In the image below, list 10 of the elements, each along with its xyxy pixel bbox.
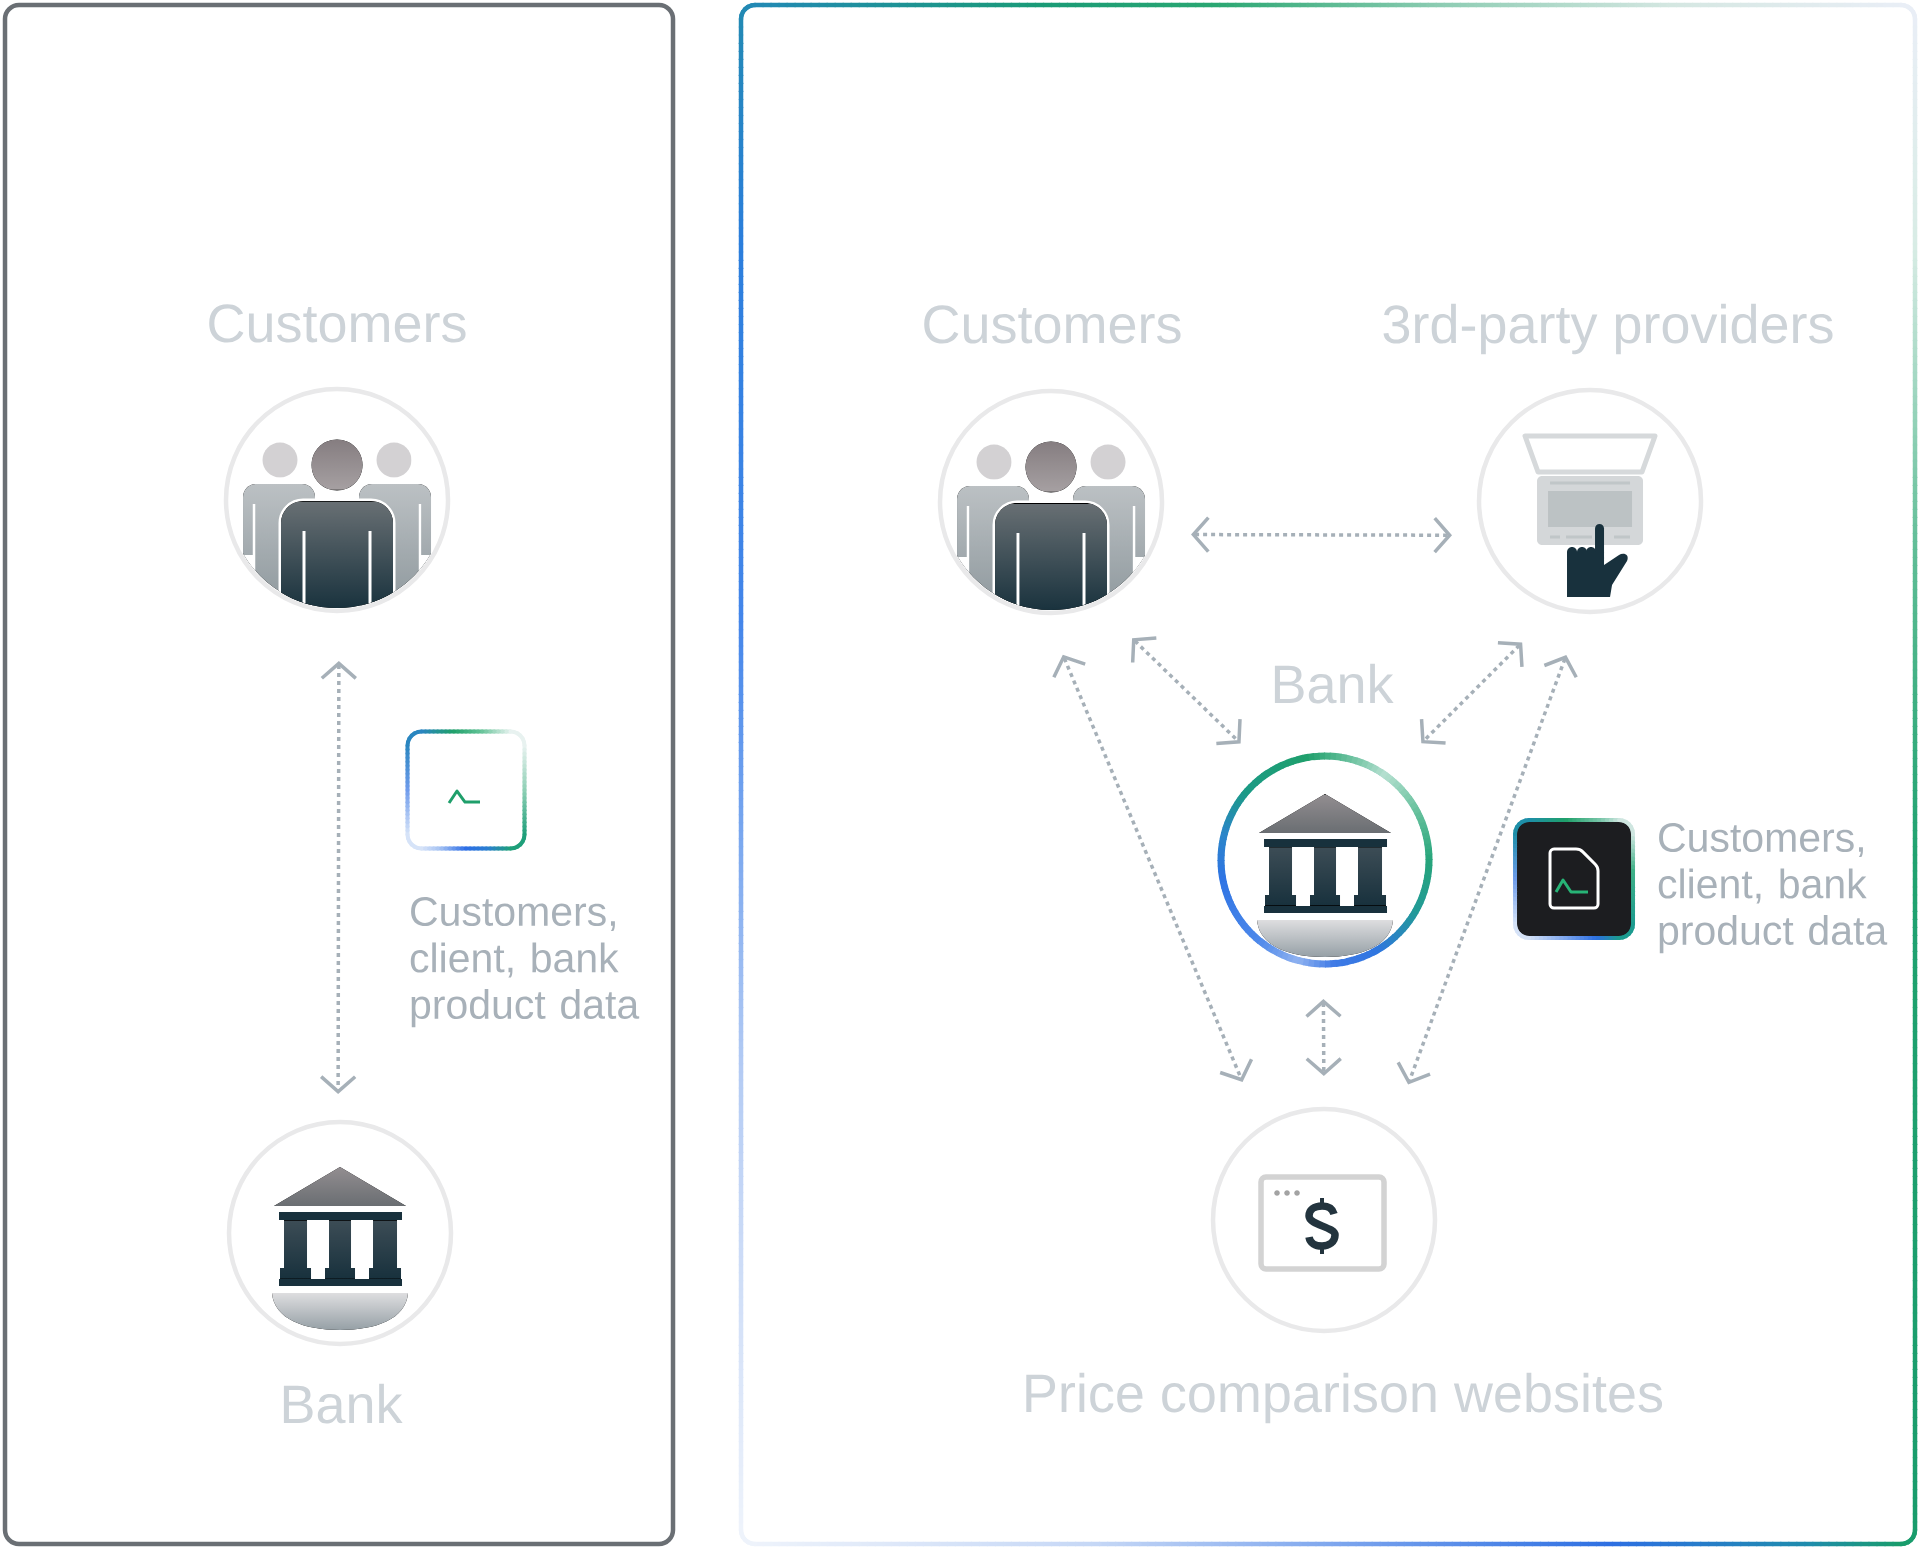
dotted-arrow — [320, 661, 357, 1094]
dotted-arrow — [1419, 640, 1524, 745]
dotted-arrow — [1396, 655, 1578, 1085]
dotted-arrow — [1052, 654, 1254, 1082]
panel — [2, 2, 676, 1547]
dotted-arrow — [1130, 636, 1242, 746]
dotted-arrow — [1191, 516, 1452, 554]
data-caption: Customers, client, bank product data — [1658, 823, 1888, 954]
data-caption: Customers, client, bank product data — [410, 897, 640, 1028]
dotted-arrow — [1305, 999, 1342, 1077]
